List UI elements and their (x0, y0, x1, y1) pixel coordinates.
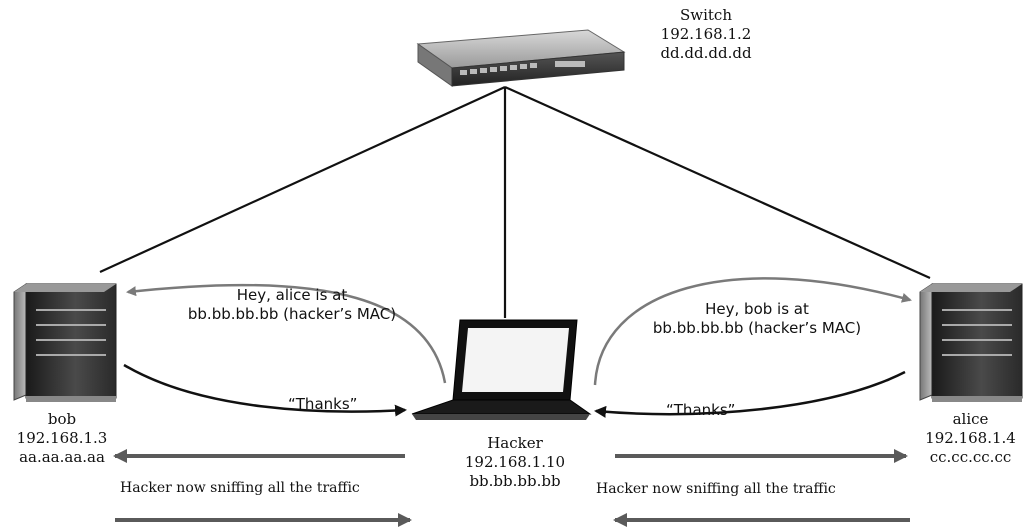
switch-mac: dd.dd.dd.dd (660, 43, 752, 62)
switch-icon (416, 29, 626, 87)
hacker-ip: 192.168.1.10 (464, 452, 566, 471)
link-switch-alice (504, 85, 931, 280)
hacker-mac: bb.bb.bb.bb (469, 471, 561, 490)
spoof-to-alice-line1: Hey, bob is at (705, 300, 809, 318)
hacker-laptop-icon (411, 319, 592, 420)
alice-server-icon (919, 283, 1023, 402)
bob-server-icon (13, 283, 117, 402)
bob-label: bob 192.168.1.3 aa.aa.aa.aa (0, 410, 124, 466)
thanks-arrow-from-bob (123, 363, 407, 417)
switch-ip: 192.168.1.2 (660, 24, 752, 43)
bob-thanks-label: “Thanks” (288, 395, 358, 413)
bob-name: bob (47, 410, 77, 428)
spoof-to-bob-line2: bb.bb.bb.bb (hacker’s MAC) (187, 304, 397, 323)
hacker-name: Hacker (487, 434, 543, 452)
sniff-label-right: Hacker now sniffing all the traffic (596, 481, 836, 497)
alice-label: alice 192.168.1.4 cc.cc.cc.cc (910, 410, 1031, 466)
alice-name: alice (952, 410, 989, 428)
spoof-arrow-to-bob (126, 283, 447, 384)
spoof-to-alice-line2: bb.bb.bb.bb (hacker’s MAC) (652, 318, 862, 337)
network-links (99, 85, 931, 318)
switch-label: Switch 192.168.1.2 dd.dd.dd.dd (646, 6, 766, 62)
spoof-arrow-to-alice (593, 277, 912, 386)
alice-ip: 192.168.1.4 (925, 428, 1016, 447)
alice-thanks-label: “Thanks” (666, 401, 736, 419)
spoof-to-bob-line1: Hey, alice is at (236, 286, 348, 304)
sniff-label-left: Hacker now sniffing all the traffic (120, 480, 360, 496)
link-switch-bob (99, 85, 506, 274)
hacker-label: Hacker 192.168.1.10 bb.bb.bb.bb (445, 434, 585, 490)
spoof-message-to-alice: Hey, bob is at bb.bb.bb.bb (hacker’s MAC… (644, 300, 870, 338)
bob-mac: aa.aa.aa.aa (19, 447, 105, 466)
switch-name: Switch (679, 6, 732, 24)
alice-mac: cc.cc.cc.cc (929, 447, 1012, 466)
thanks-arrow-from-alice (594, 370, 906, 418)
bob-ip: 192.168.1.3 (16, 428, 108, 447)
spoof-message-to-bob: Hey, alice is at bb.bb.bb.bb (hacker’s M… (182, 286, 402, 324)
